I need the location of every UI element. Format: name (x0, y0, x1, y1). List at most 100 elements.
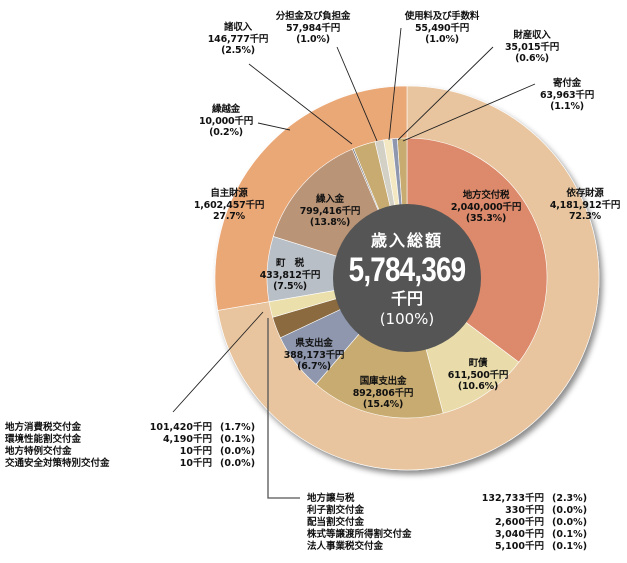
list-item: 株式等譲渡所得割交付金 3,040千円 (0.1%) (307, 529, 587, 541)
slice-label-name: 財産収入 (513, 30, 551, 41)
slice-label-name: 県支出金 (295, 338, 333, 349)
slice-label-amount: 433,812千円 (259, 269, 321, 281)
slice-label-amount: 799,416千円 (299, 205, 361, 217)
slice-label-name: 繰越金 (212, 104, 240, 115)
list-item-pct: (0.1%) (552, 541, 588, 552)
slice-label-pct: (15.4%) (362, 399, 404, 410)
slice-label-pct: (1.0%) (296, 34, 330, 45)
list-item-name: 地方譲与税 (307, 493, 355, 504)
slice-label-name: 分担金及び負担金 (275, 11, 351, 22)
slice-label-pct: (6.7%) (297, 361, 331, 372)
leader-line (388, 27, 402, 141)
leader-line (257, 122, 291, 131)
list-item: 地方譲与税 132,733千円 (2.3%) (307, 493, 587, 505)
slice-label-amount: 63,963千円 (539, 89, 595, 101)
list-item-amount: 101,420千円 (149, 422, 212, 433)
slice-label-pct: (0.6%) (515, 53, 549, 64)
list-item-pct: (0.0%) (552, 505, 588, 516)
slice-label-name: 地方交付税 (462, 190, 510, 201)
slice-label-name: 寄付金 (553, 78, 581, 89)
list-item-name: 利子割交付金 (307, 505, 365, 516)
list-item-name: 地方消費税交付金 (5, 422, 82, 433)
slice-label-pct: (1.0%) (425, 34, 459, 45)
total-title: 歳入総額 (370, 231, 444, 250)
slice-label-amount: 57,984千円 (285, 22, 341, 34)
leader-line (402, 83, 536, 142)
slice-label-name: 自主財源 (210, 188, 248, 199)
left-breakdown-list: 地方消費税交付金 101,420千円 (1.7%) 環境性能割交付金 4,190千円 (0… (5, 422, 255, 470)
inner-pie-slice (406, 137, 548, 363)
total-value: 5,784,369 (348, 251, 466, 289)
list-item-name: 環境性能割交付金 (5, 434, 82, 445)
slice-label-pct: (7.5%) (273, 281, 307, 292)
list-item-amount: 132,733千円 (481, 493, 544, 504)
slice-label-amount: 10,000千円 (198, 115, 254, 127)
list-item-pct: (0.0%) (220, 446, 256, 457)
leader-line (336, 46, 378, 142)
list-item-amount: 3,040千円 (494, 529, 544, 540)
slice-label-amount: 4,181,912千円 (549, 199, 621, 211)
list-item-pct: (1.7%) (220, 422, 256, 433)
list-item-amount: 330千円 (505, 505, 544, 516)
list-item: 配当割交付金 2,600千円 (0.0%) (307, 517, 587, 529)
slice-label-pct: 72.3% (569, 211, 601, 222)
list-item: 利子割交付金 330千円 (0.0%) (307, 505, 587, 517)
slice-label-pct: (1.1%) (550, 101, 584, 112)
slice-label-name: 諸収入 (224, 22, 252, 33)
list-item-name: 配当割交付金 (307, 517, 365, 528)
slice-label-pct: (2.5%) (221, 45, 255, 56)
total-label: 歳入総額 5,784,369 千円 (100%) (336, 227, 478, 329)
slice-label-amount: 2,040,000千円 (450, 201, 522, 213)
slice-label-name: 依存財源 (566, 188, 604, 199)
slice-label-name: 国庫支出金 (359, 376, 407, 387)
list-item-pct: (2.3%) (552, 493, 588, 504)
list-item: 地方消費税交付金 101,420千円 (1.7%) (5, 422, 255, 434)
leader-line (248, 63, 353, 145)
slice-label-pct: (10.6%) (457, 381, 499, 392)
leader-lines (172, 27, 536, 499)
slice-label-name: 町 税 (276, 258, 304, 269)
list-item-name: 法人事業税交付金 (307, 541, 384, 552)
center-total-circle (333, 204, 481, 352)
total-unit: 千円 (390, 289, 424, 308)
list-item: 環境性能割交付金 4,190千円 (0.1%) (5, 434, 255, 446)
slice-label-amount: 611,500千円 (447, 369, 509, 381)
slice-label-amount: 388,173千円 (283, 349, 345, 361)
list-item-pct: (0.1%) (220, 434, 256, 445)
list-item-name: 株式等譲渡所得割交付金 (307, 529, 412, 540)
list-item: 法人事業税交付金 5,100千円 (0.1%) (307, 541, 587, 553)
leader-line (267, 318, 300, 499)
list-item-pct: (0.0%) (552, 517, 588, 528)
list-item-amount: 4,190千円 (162, 434, 212, 445)
slice-label-name: 繰入金 (316, 194, 344, 205)
list-item-amount: 2,600千円 (494, 517, 544, 528)
slice-label-amount: 1,602,457千円 (193, 199, 265, 211)
slice-label-name: 使用料及び手数料 (404, 11, 480, 22)
slice-label-amount: 146,777千円 (207, 33, 269, 45)
slice-label-pct: (0.2%) (209, 127, 243, 138)
slice-label-amount: 892,806千円 (352, 387, 414, 399)
leader-line (172, 311, 264, 413)
total-pct: (100%) (379, 310, 435, 328)
list-item-amount: 10千円 (179, 458, 212, 469)
list-item-name: 地方特例交付金 (5, 446, 72, 457)
list-item-pct: (0.1%) (552, 529, 588, 540)
list-item-amount: 5,100千円 (494, 541, 544, 552)
slice-label-amount: 55,490千円 (414, 22, 470, 34)
